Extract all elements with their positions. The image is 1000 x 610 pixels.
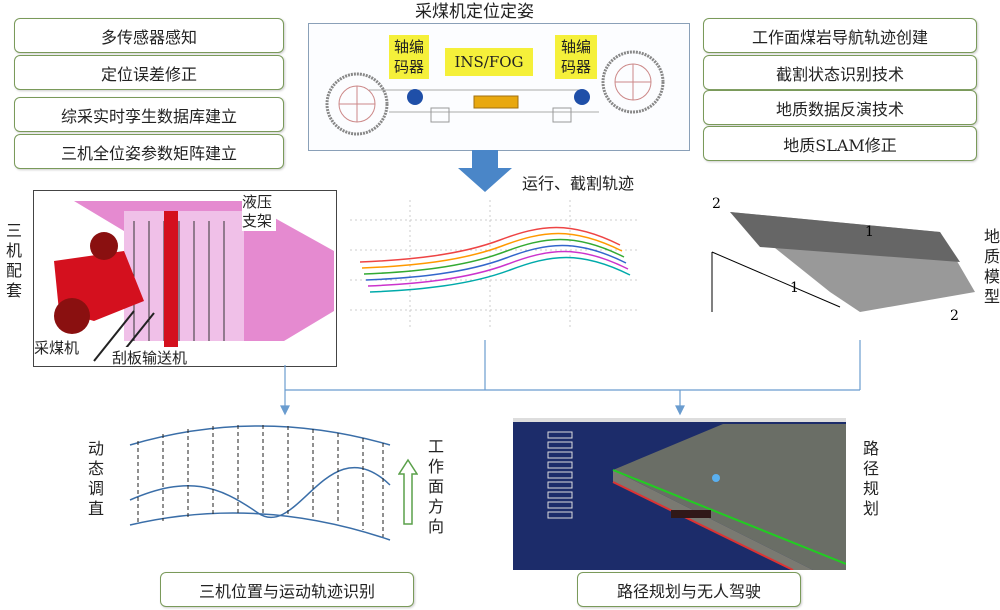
left-box-twin-database: 综采实时孪生数据库建立 xyxy=(14,97,284,132)
geo-side-label: 地质模型 xyxy=(981,228,1000,308)
right-box-cutting-state: 截割状态识别技术 xyxy=(703,55,977,90)
trajectory-label: 运行、截割轨迹 xyxy=(522,174,635,193)
left-box-pose-matrix: 三机全位姿参数矩阵建立 xyxy=(14,134,284,169)
three-machine-side-label: 三机配套 xyxy=(3,222,22,302)
path-planning-screenshot xyxy=(513,418,846,570)
geological-model: 2 1 1 2 xyxy=(711,196,975,322)
left-box-error-correction: 定位误差修正 xyxy=(14,55,284,90)
right-box-geo-slam: 地质SLAM修正 xyxy=(703,126,977,161)
shearer-label: 采煤机 xyxy=(34,337,80,358)
right-box-geo-inversion: 地质数据反演技术 xyxy=(703,90,977,125)
ins-fog-label: INS/FOG xyxy=(445,48,533,76)
box-trajectory-recognition: 三机位置与运动轨迹识别 xyxy=(160,572,414,607)
work-face-direction-arrow-icon xyxy=(398,458,418,525)
geo-mark-1b: 1 xyxy=(790,280,799,296)
encoder-right-label: 轴编码器 xyxy=(555,35,597,79)
encoder-left-label: 轴编码器 xyxy=(389,35,429,79)
conveyor-label: 刮板输送机 xyxy=(112,347,188,367)
straightening-chart xyxy=(129,425,391,541)
box-path-planning: 路径规划与无人驾驶 xyxy=(577,572,801,607)
shearer-diagram xyxy=(308,23,690,151)
ins-block xyxy=(473,95,519,109)
shearer-title: 采煤机定位定姿 xyxy=(415,2,534,22)
down-arrow-icon xyxy=(458,150,512,192)
straighten-left-label: 动态调直 xyxy=(85,440,104,520)
support-label: 液压支架 xyxy=(242,193,276,231)
encoder-right-dot xyxy=(574,89,590,105)
geo-mark-2a: 2 xyxy=(712,196,721,212)
geo-mark-1a: 1 xyxy=(865,224,874,240)
connector-lines xyxy=(280,340,861,416)
cutting-trajectory-plot xyxy=(350,200,640,330)
shearer-drawing xyxy=(325,50,665,136)
three-machine-image: 液压支架 采煤机 刮板输送机 xyxy=(33,190,337,367)
left-box-sensing: 多传感器感知 xyxy=(14,18,284,53)
geo-mark-2b: 2 xyxy=(950,308,959,322)
encoder-left-dot xyxy=(407,89,423,105)
straighten-right-label: 工作面方向 xyxy=(425,438,444,538)
path-side-label: 路径规划 xyxy=(860,440,879,520)
right-box-navigation: 工作面煤岩导航轨迹创建 xyxy=(703,18,977,53)
